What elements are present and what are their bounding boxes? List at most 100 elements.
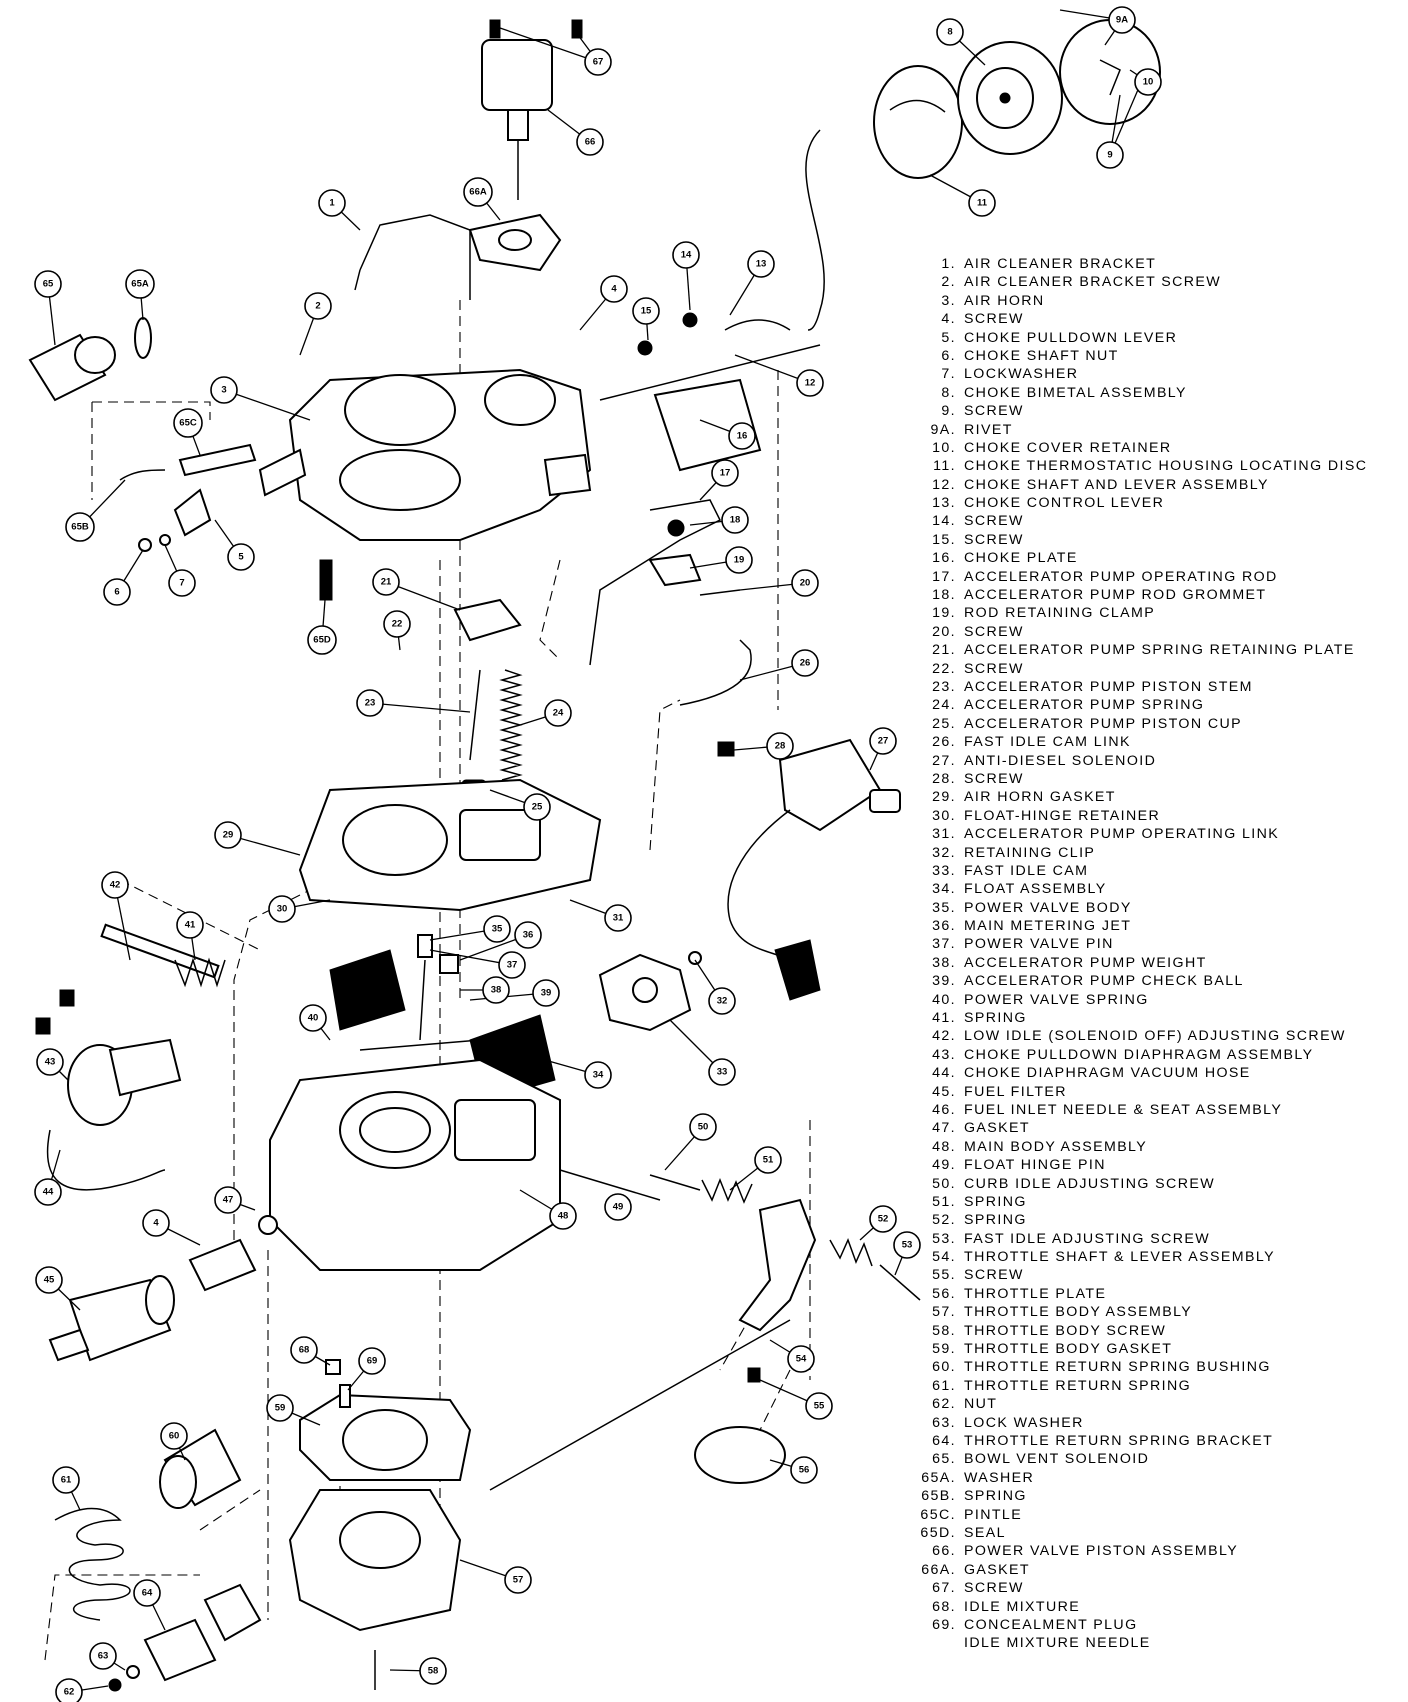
callout-number: 48	[558, 1211, 569, 1222]
legend-item-number: 18.	[932, 587, 956, 604]
legend-item: 9.SCREW	[912, 402, 1402, 420]
legend-item-label: FLOAT-HINGE RETAINER	[964, 807, 1161, 824]
legend-item-number: 65D.	[920, 1524, 956, 1541]
callout-number: 1	[329, 198, 335, 209]
legend-item-number: 39.	[932, 973, 956, 990]
legend-item-number: 20.	[932, 623, 956, 640]
legend-item-number: 26.	[932, 734, 956, 751]
legend-item-number: 14.	[932, 513, 956, 530]
callout-44: 44	[34, 1178, 62, 1206]
callout-number: 37	[507, 960, 518, 971]
legend-item: 61.THROTTLE RETURN SPRING	[912, 1377, 1402, 1395]
legend-item-number: 54.	[932, 1249, 956, 1266]
main-body-assembly	[269, 1058, 661, 1271]
legend-item-label: MAIN METERING JET	[964, 918, 1132, 935]
callout-45: 45	[35, 1266, 63, 1294]
legend-item: 36. MAIN METERING JET	[912, 917, 1402, 935]
legend-item-number: 3.	[941, 292, 956, 309]
legend-item: 65.BOWL VENT SOLENOID	[912, 1450, 1402, 1468]
callout-57: 57	[504, 1566, 532, 1594]
callout-number: 8	[947, 27, 952, 38]
legend-item-label: WASHER	[964, 1469, 1035, 1486]
legend-item-label: SCREW	[964, 1580, 1024, 1597]
legend-item: 37.POWER VALVE PIN	[912, 935, 1402, 953]
callout-number: 58	[428, 1666, 439, 1677]
callout-number: 4	[153, 1218, 159, 1229]
legend-item-number: 59.	[932, 1341, 956, 1358]
power-valve-piston-parts	[468, 19, 583, 272]
legend-item-number: 36.	[932, 918, 956, 935]
legend-item-label: SCREW	[964, 311, 1024, 328]
callout-number: 65B	[71, 522, 89, 533]
callout-41: 41	[176, 911, 204, 939]
legend-item-number: 6.	[941, 347, 956, 364]
legend-item: 32.RETAINING CLIP	[912, 844, 1402, 862]
legend-item: 65D. SEAL	[912, 1524, 1402, 1542]
legend-item-number: 1.	[941, 256, 956, 272]
callout-9: 9	[1096, 141, 1124, 169]
legend-item: 41.SPRING	[912, 1009, 1402, 1027]
legend-item-label: SEAL	[964, 1524, 1006, 1541]
legend-item: 8.CHOKE BIMETAL ASSEMBLY	[912, 384, 1402, 402]
callout-number: 57	[513, 1575, 524, 1586]
legend-item-number: 46.	[932, 1101, 956, 1118]
legend-item-number: 13.	[932, 495, 956, 512]
legend-item-label: SCREW	[964, 770, 1024, 787]
legend-item: 13.CHOKE CONTROL LEVER	[912, 494, 1402, 512]
callout-31: 31	[604, 904, 632, 932]
legend-item: 14.SCREW	[912, 512, 1402, 530]
callout-15: 15	[632, 297, 660, 325]
callout-64: 64	[133, 1579, 161, 1607]
legend-item-label: CHOKE SHAFT AND LEVER ASSEMBLY	[964, 476, 1269, 493]
legend-item-label: ACCELERATOR PUMP PISTON STEM	[964, 678, 1253, 695]
legend-item-number: 16.	[932, 550, 956, 567]
callout-number: 23	[365, 698, 376, 709]
legend-item-label: POWER VALVE PISTON ASSEMBLY	[964, 1543, 1239, 1560]
legend-item-label: CURB IDLE ADJUSTING SCREW	[964, 1175, 1215, 1192]
callout-12: 12	[796, 369, 824, 397]
legend-item-label: FAST IDLE ADJUSTING SCREW	[964, 1230, 1211, 1247]
callout-60: 60	[160, 1422, 188, 1450]
legend-item-number: 45.	[932, 1083, 956, 1100]
callout-63: 63	[89, 1642, 117, 1670]
legend-item-label: CHOKE PULLDOWN LEVER	[964, 329, 1178, 346]
callout-number: 27	[878, 736, 889, 747]
legend-item: 52.SPRING	[912, 1211, 1402, 1229]
callout-3: 3	[210, 376, 238, 404]
idle-screw-parts	[100, 923, 921, 1301]
bowl-vent-solenoid	[28, 317, 257, 481]
legend-item-number: 30.	[932, 807, 956, 824]
legend-item: 43.CHOKE PULLDOWN DIAPHRAGM ASSEMBLY	[912, 1046, 1402, 1064]
callout-4: 4	[600, 275, 628, 303]
legend-item: 48.MAIN BODY ASSEMBLY	[912, 1138, 1402, 1156]
legend-item-number: 10.	[932, 439, 956, 456]
callout-52: 52	[869, 1205, 897, 1233]
callout-34: 34	[584, 1061, 612, 1089]
legend-item-number: 34.	[932, 881, 956, 898]
callout-number: 63	[98, 1651, 109, 1662]
legend-item-number: 53.	[932, 1230, 956, 1247]
legend-item-number: 65B.	[921, 1488, 956, 1505]
legend-item-number: 4.	[941, 311, 956, 328]
legend-item-label: SCREW	[964, 531, 1024, 548]
callout-number: 13	[756, 259, 767, 270]
legend-item-label: ACCELERATOR PUMP ROD GROMMET	[964, 587, 1267, 604]
callout-30: 30	[268, 895, 296, 923]
callout-number: 64	[142, 1588, 153, 1599]
legend-item-label: SCREW	[964, 1267, 1024, 1284]
callout-number: 69	[367, 1356, 378, 1367]
callout-19: 19	[725, 546, 753, 574]
callout-26: 26	[791, 649, 819, 677]
legend-item: 29.AIR HORN GASKET	[912, 788, 1402, 806]
callout-number: 30	[277, 904, 288, 915]
legend-item-number: 15.	[932, 531, 956, 548]
callout-number: 18	[730, 515, 741, 526]
legend-item: 23.ACCELERATOR PUMP PISTON STEM	[912, 678, 1402, 696]
callout-14: 14	[672, 241, 700, 269]
legend-item: 33.FAST IDLE CAM	[912, 862, 1402, 880]
legend-item: 59.THROTTLE BODY GASKET	[912, 1340, 1402, 1358]
fuel-inlet-parts	[48, 1215, 278, 1362]
legend-item-label: THROTTLE RETURN SPRING BUSHING	[964, 1359, 1271, 1376]
